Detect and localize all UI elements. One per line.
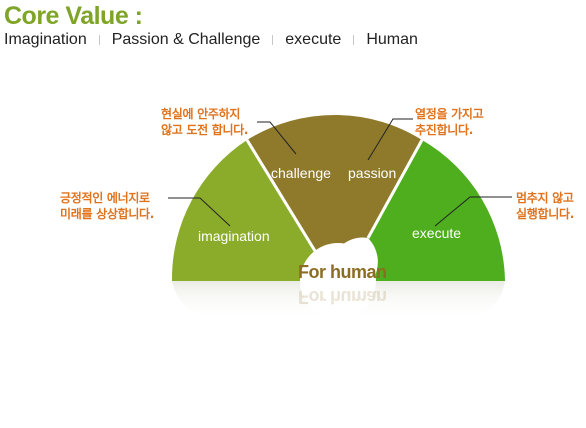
segment-challenge[interactable] — [247, 114, 338, 264]
connector-passion — [367, 118, 413, 161]
note-imagination: 긍정적인 에너지로 미래를 상상합니다. — [60, 190, 154, 222]
center-label: For human — [298, 262, 387, 282]
tab-imagination[interactable]: Imagination — [4, 31, 87, 48]
note-challenge: 현실에 안주하지 않고 도전 합니다. — [161, 106, 249, 138]
note-line: 실행합니다. — [516, 207, 574, 221]
connector-execute — [434, 196, 512, 227]
note-line: 현실에 안주하지 — [161, 107, 241, 121]
core-value-tabs: Imagination Passion & Challenge execute … — [4, 31, 418, 49]
tab-human[interactable]: Human — [366, 31, 418, 48]
segment-execute[interactable] — [368, 140, 505, 281]
connector-imagination — [168, 197, 231, 227]
connector-challenge — [257, 121, 297, 155]
note-line: 열정을 가지고 — [415, 107, 484, 121]
note-line: 않고 도전 합니다. — [161, 123, 249, 137]
page-title: Core Value : — [4, 2, 143, 30]
segment-divider — [366, 139, 424, 239]
segment-label-challenge: challenge — [271, 165, 331, 181]
note-line: 긍정적인 에너지로 — [60, 191, 150, 205]
center-label-reflection: For human — [298, 287, 387, 307]
segment-passion[interactable] — [338, 115, 422, 249]
note-line: 멈추지 않고 — [516, 191, 574, 205]
segment-label-passion: passion — [348, 165, 397, 181]
center-circle — [300, 243, 376, 319]
tab-divider — [353, 35, 355, 45]
tab-execute[interactable]: execute — [285, 31, 342, 48]
segment-imagination[interactable] — [171, 140, 323, 281]
note-execute: 멈추지 않고 실행합니다. — [516, 190, 574, 222]
segment-divider — [245, 139, 325, 265]
segment-label-imagination: imagination — [198, 228, 270, 244]
tab-divider — [98, 35, 100, 45]
tab-divider — [272, 35, 274, 45]
tab-passion-challenge[interactable]: Passion & Challenge — [111, 31, 261, 48]
note-line: 추진합니다. — [415, 123, 473, 137]
note-line: 미래를 상상합니다. — [60, 207, 155, 221]
segment-label-execute: execute — [412, 225, 462, 241]
note-passion: 열정을 가지고 추진합니다. — [415, 106, 484, 138]
